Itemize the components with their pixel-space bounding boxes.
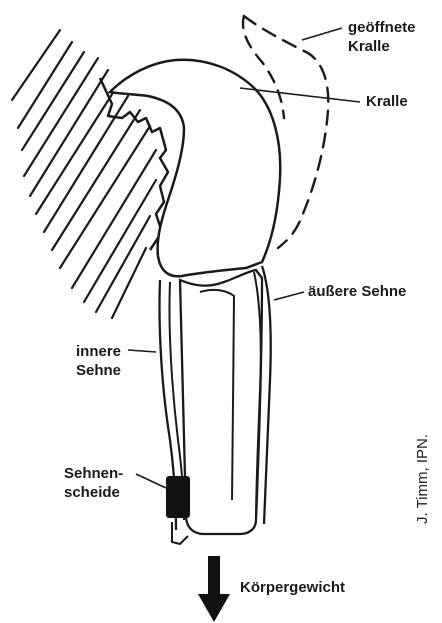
author-credit: J. Timm, IPN. [414, 434, 431, 524]
toe-bone [180, 270, 262, 534]
outer-tendon [262, 266, 271, 524]
label-tendon-sheath: Sehnen- scheide [64, 464, 123, 502]
down-arrow-icon [198, 556, 230, 622]
tendon-sheath [166, 476, 190, 518]
inner-tendon-tip [172, 522, 188, 544]
label-claw: Kralle [366, 92, 408, 111]
label-opened-claw: geöffnete Kralle [348, 18, 416, 56]
label-inner-tendon: innere Sehne [76, 342, 121, 380]
label-outer-tendon: äußere Sehne [308, 282, 406, 301]
label-body-weight: Körpergewicht [240, 578, 345, 597]
